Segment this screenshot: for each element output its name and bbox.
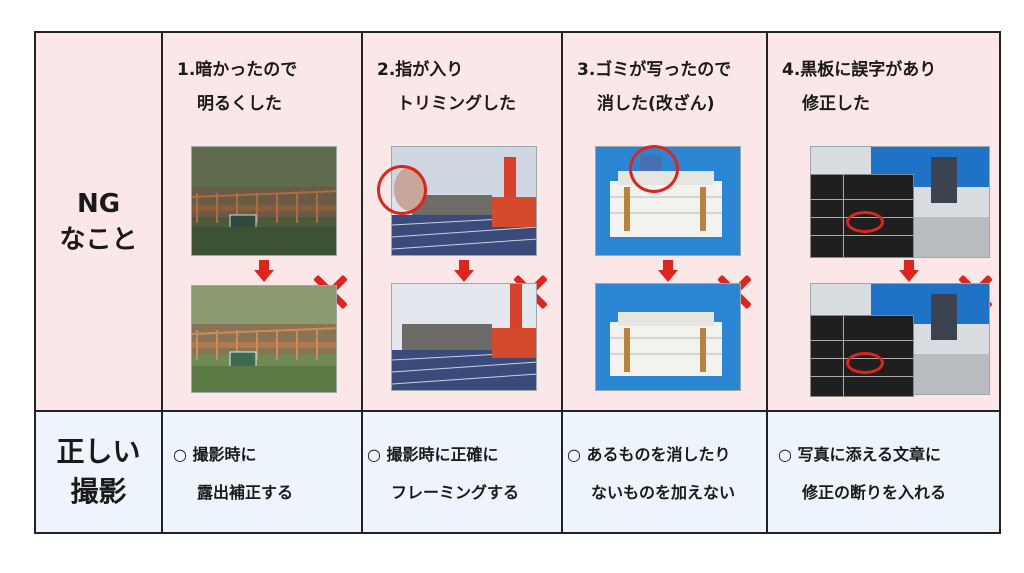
row-label-correct-line1: 正しい: [56, 435, 141, 468]
ng-cell-2: 2.指が入り トリミングした: [363, 33, 563, 412]
photo-materials-edited: [595, 283, 741, 391]
row-label-ng-line1: NG: [76, 188, 121, 219]
red-down-arrow-icon: [454, 260, 474, 282]
red-circle-typo-highlight: [846, 211, 884, 233]
ok-cell-2: ○ 撮影時に正確に フレーミングする: [363, 412, 563, 532]
ng-cell-4: 4.黒板に誤字があり 修正した: [768, 33, 999, 412]
row-label-correct: 正しい 撮影: [36, 412, 163, 532]
red-circle-fixed-highlight: [846, 352, 884, 374]
ng-cell-1: 1.暗かったので 明るくした: [163, 33, 363, 412]
photo-bright-trench: [191, 285, 337, 393]
ok-text-3: ○ あるものを消したり ないものを加えない: [567, 445, 736, 502]
ok-text-2: ○ 撮影時に正確に フレーミングする: [367, 445, 520, 502]
photo-crane-trimmed: [391, 283, 537, 391]
ng-title-4: 4.黒板に誤字があり 修正した: [782, 60, 937, 114]
red-circle-trash-highlight: [629, 145, 679, 193]
ng-cell-3: 3.ゴミが写ったので 消した(改ざん): [563, 33, 768, 412]
ok-cell-4: ○ 写真に添える文章に 修正の断りを入れる: [768, 412, 999, 532]
ng-title-2: 2.指が入り トリミングした: [377, 60, 516, 114]
row-label-correct-line2: 撮影: [70, 475, 127, 508]
row-label-ng-line2: なこと: [59, 224, 138, 255]
comparison-table: NG なこと 1.暗かったので 明るくした: [34, 31, 1001, 534]
photo-dark-trench: [191, 146, 337, 256]
red-circle-finger-highlight: [377, 165, 427, 215]
red-down-arrow-icon: [254, 260, 274, 282]
red-down-arrow-icon: [658, 260, 678, 282]
ok-text-4: ○ 写真に添える文章に 修正の断りを入れる: [778, 445, 947, 502]
red-down-arrow-icon: [899, 260, 919, 282]
ok-cell-1: ○ 撮影時に 露出補正する: [163, 412, 363, 532]
ng-title-1: 1.暗かったので 明るくした: [177, 60, 298, 114]
row-label-ng: NG なこと: [36, 33, 163, 412]
ng-title-3: 3.ゴミが写ったので 消した(改ざん): [577, 60, 732, 114]
ok-cell-3: ○ あるものを消したり ないものを加えない: [563, 412, 768, 532]
ok-text-1: ○ 撮影時に 露出補正する: [173, 445, 294, 502]
